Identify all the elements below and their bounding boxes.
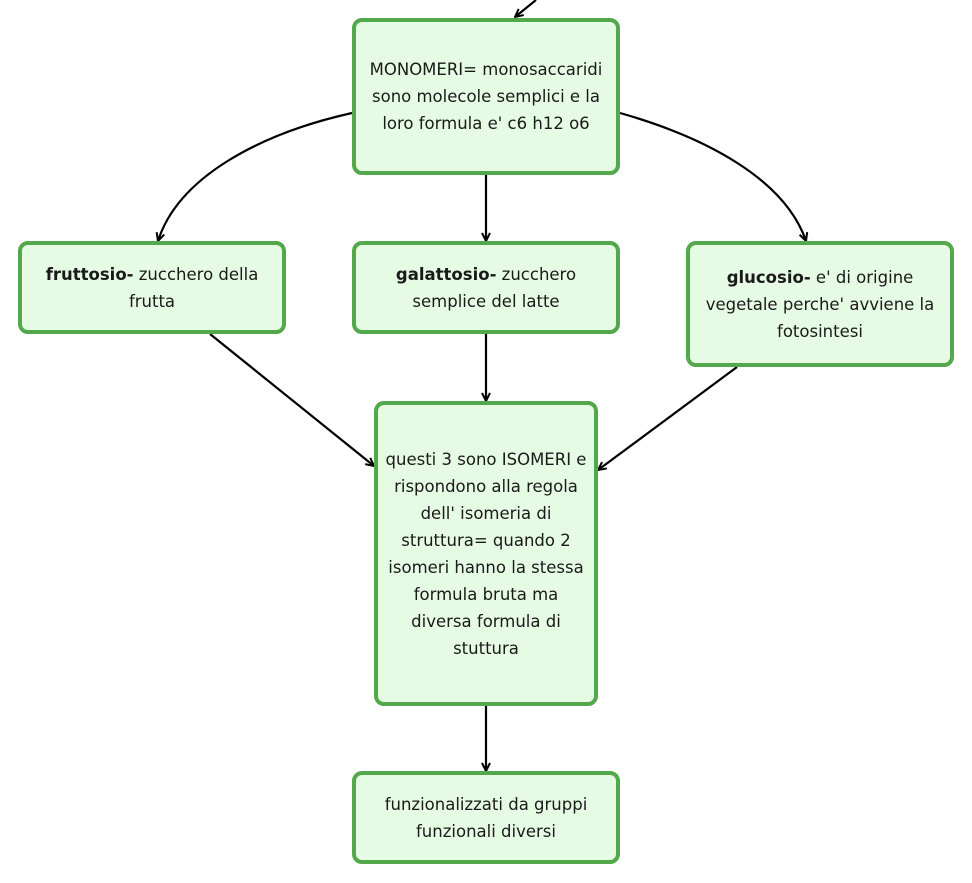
node-isomeri[interactable]: questi 3 sono ISOMERI e rispondono alla … [374, 401, 598, 706]
node-galattosio-text: galattosio- zucchero semplice del latte [366, 261, 606, 315]
node-monomeri-text: MONOMERI= monosaccaridi sono molecole se… [369, 60, 603, 133]
node-galattosio-title: galattosio- [395, 264, 497, 284]
arrow-incoming-monomeri [515, 0, 537, 17]
node-funzionalizzati-text: funzionalizzati da gruppi funzionali div… [384, 794, 588, 841]
node-glucosio-title: glucosio- [726, 267, 811, 287]
node-fruttosio-title: fruttosio- [45, 264, 134, 284]
node-funzionalizzati[interactable]: funzionalizzati da gruppi funzionali div… [352, 771, 620, 864]
node-glucosio[interactable]: glucosio- e' di origine vegetale perche'… [686, 241, 954, 367]
node-glucosio-description: e' di origine vegetale perche' avviene l… [705, 267, 935, 341]
node-galattosio-description: zucchero semplice del latte [412, 264, 577, 311]
arrow-monomeri-to-fruttosio [158, 111, 353, 241]
node-monomeri[interactable]: MONOMERI= monosaccaridi sono molecole se… [352, 18, 620, 175]
node-isomeri-text: questi 3 sono ISOMERI e rispondono alla … [385, 449, 587, 658]
node-glucosio-text: glucosio- e' di origine vegetale perche'… [700, 264, 940, 345]
arrow-monomeri-to-glucosio [619, 111, 806, 241]
node-fruttosio-text: fruttosio- zucchero della frutta [32, 261, 272, 315]
arrow-fruttosio-to-isomeri [209, 333, 374, 466]
arrow-glucosio-to-isomeri [598, 366, 738, 470]
node-fruttosio-description: zucchero della frutta [128, 264, 259, 311]
node-fruttosio[interactable]: fruttosio- zucchero della frutta [18, 241, 286, 334]
node-galattosio[interactable]: galattosio- zucchero semplice del latte [352, 241, 620, 334]
